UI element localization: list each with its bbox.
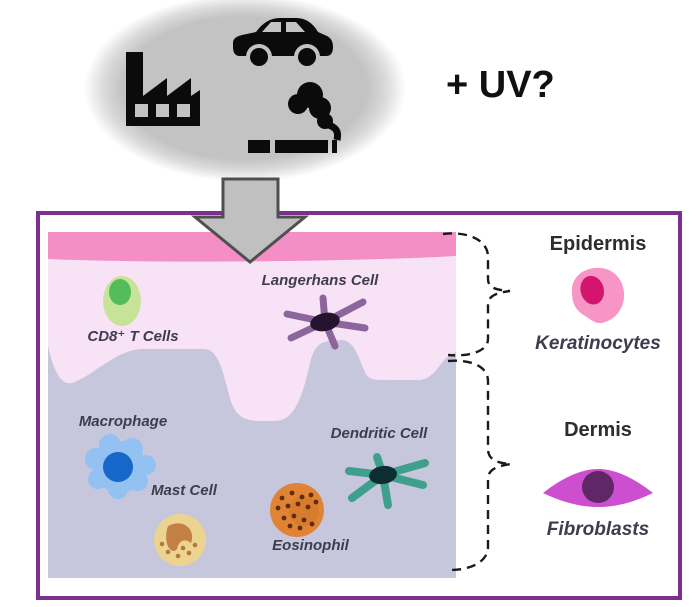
factory-window: [135, 104, 148, 117]
eosinophil-cell: [270, 483, 324, 537]
fibroblast-cell: [543, 469, 653, 507]
factory-window: [156, 104, 169, 117]
car-wheel: [250, 48, 268, 66]
keratinocytes-label: Keratinocytes: [535, 333, 661, 354]
mast-cell-granules: [159, 541, 198, 559]
car-wheel: [298, 48, 316, 66]
cd8-cell-nucleus: [109, 279, 131, 305]
dermis-brace: [447, 359, 512, 572]
mast-cell-nucleus: [166, 523, 193, 552]
macrophage-label: Macrophage: [78, 413, 168, 430]
eosinophil-label: Eosinophil: [272, 537, 349, 554]
cigarette-body: [275, 140, 328, 153]
epidermis-title: Epidermis: [549, 233, 647, 255]
macrophage-nucleus: [103, 452, 133, 482]
cigarette-butt: [248, 140, 270, 153]
dendritic-cell: [345, 453, 429, 509]
langerhans-cell: [283, 294, 369, 350]
uv-question-label: + UV?: [446, 64, 555, 106]
cd8-t-cells-label: CD8⁺ T Cells: [87, 328, 179, 345]
legend-column: Epidermis Keratinocytes Dermis Fibroblas…: [528, 215, 668, 588]
keratinocyte-cell: [571, 267, 625, 324]
mast-cell: [154, 514, 206, 566]
skin-cross-section: [48, 232, 456, 578]
layer-braces: [442, 232, 512, 572]
car-window: [262, 22, 281, 32]
mast-cell-label: Mast Cell: [151, 482, 217, 499]
skin-panel: Langerhans Cell CD8⁺ T Cells Macrophage …: [36, 211, 682, 600]
smoke-wisp: [324, 120, 342, 141]
factory-window: [177, 104, 190, 117]
langerhans-label: Langerhans Cell: [261, 272, 379, 289]
factory-icon: [126, 52, 200, 126]
cigarette-smoke-icon: [248, 82, 342, 153]
cd8-t-cell: [103, 276, 141, 326]
dermis-title: Dermis: [564, 419, 632, 441]
dendritic-cell-label: Dendritic Cell: [330, 425, 428, 442]
dendritic-nucleus: [369, 465, 397, 485]
cigarette-tip: [332, 140, 337, 153]
macrophage-cell: [85, 434, 156, 499]
langerhans-nucleus: [310, 312, 340, 332]
eosinophil-granules: [275, 490, 319, 531]
car-icon: [233, 18, 333, 70]
epidermis-brace: [442, 232, 511, 357]
car-window: [286, 22, 305, 32]
fibroblast-nucleus: [582, 471, 614, 503]
down-arrow-shape: [190, 177, 310, 264]
fibroblasts-label: Fibroblasts: [546, 519, 650, 540]
down-arrow-icon: [190, 177, 310, 264]
dermis-layer: [48, 340, 456, 578]
keratinocyte-nucleus: [580, 275, 605, 305]
